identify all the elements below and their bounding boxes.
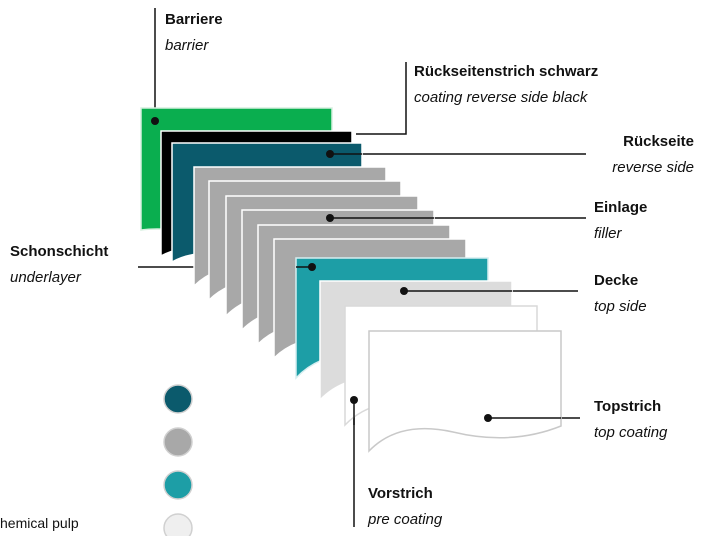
label-barriere-en: barrier — [165, 37, 209, 54]
label-rueckseite: Rückseite reverse side — [612, 132, 694, 177]
label-rueckseite-en: reverse side — [612, 159, 694, 176]
dot-schonschicht — [308, 263, 316, 271]
legend-cut-text: hemical pulp — [0, 515, 79, 531]
label-vorstrich-en: pre coating — [368, 511, 443, 528]
label-topstrich: Topstrich top coating — [594, 397, 667, 442]
legend-swatch-white — [163, 513, 193, 536]
label-barriere: Barriere barrier — [165, 10, 223, 55]
dot-barriere — [151, 117, 159, 125]
label-einlage-de: Einlage — [594, 199, 648, 216]
label-vorstrich-de: Vorstrich — [368, 485, 433, 502]
legend-swatch-gray — [163, 427, 193, 457]
label-rueckseitenstrich-de: Rückseitenstrich schwarz — [414, 63, 599, 80]
label-schonschicht-de: Schonschicht — [10, 243, 109, 260]
label-einlage-en: filler — [594, 225, 622, 242]
label-rueckseitenstrich: Rückseitenstrich schwarz coating reverse… — [414, 62, 598, 107]
label-topstrich-de: Topstrich — [594, 398, 662, 415]
leader-rueckseitenstrich — [356, 62, 407, 135]
dot-vorstrich — [350, 396, 358, 404]
label-decke: Decke top side — [594, 271, 647, 316]
label-schonschicht: Schonschicht underlayer — [10, 242, 108, 287]
legend-swatch-teal — [163, 470, 193, 500]
sheet-top-coating — [368, 330, 562, 453]
label-decke-en: top side — [594, 298, 647, 315]
label-topstrich-en: top coating — [594, 424, 668, 441]
label-rueckseitenstrich-en: coating reverse side black — [414, 89, 588, 106]
label-decke-de: Decke — [594, 272, 639, 289]
label-schonschicht-en: underlayer — [10, 269, 81, 286]
label-rueckseite-de: Rückseite — [623, 133, 694, 150]
label-vorstrich: Vorstrich pre coating — [368, 484, 442, 529]
legend-swatch-teal-dark — [163, 384, 193, 414]
dot-einlage — [326, 214, 334, 222]
dot-decke — [400, 287, 408, 295]
label-barriere-de: Barriere — [165, 11, 223, 28]
label-einlage: Einlage filler — [594, 198, 647, 243]
dot-rueckseite — [326, 150, 334, 158]
dot-topstrich — [484, 414, 492, 422]
